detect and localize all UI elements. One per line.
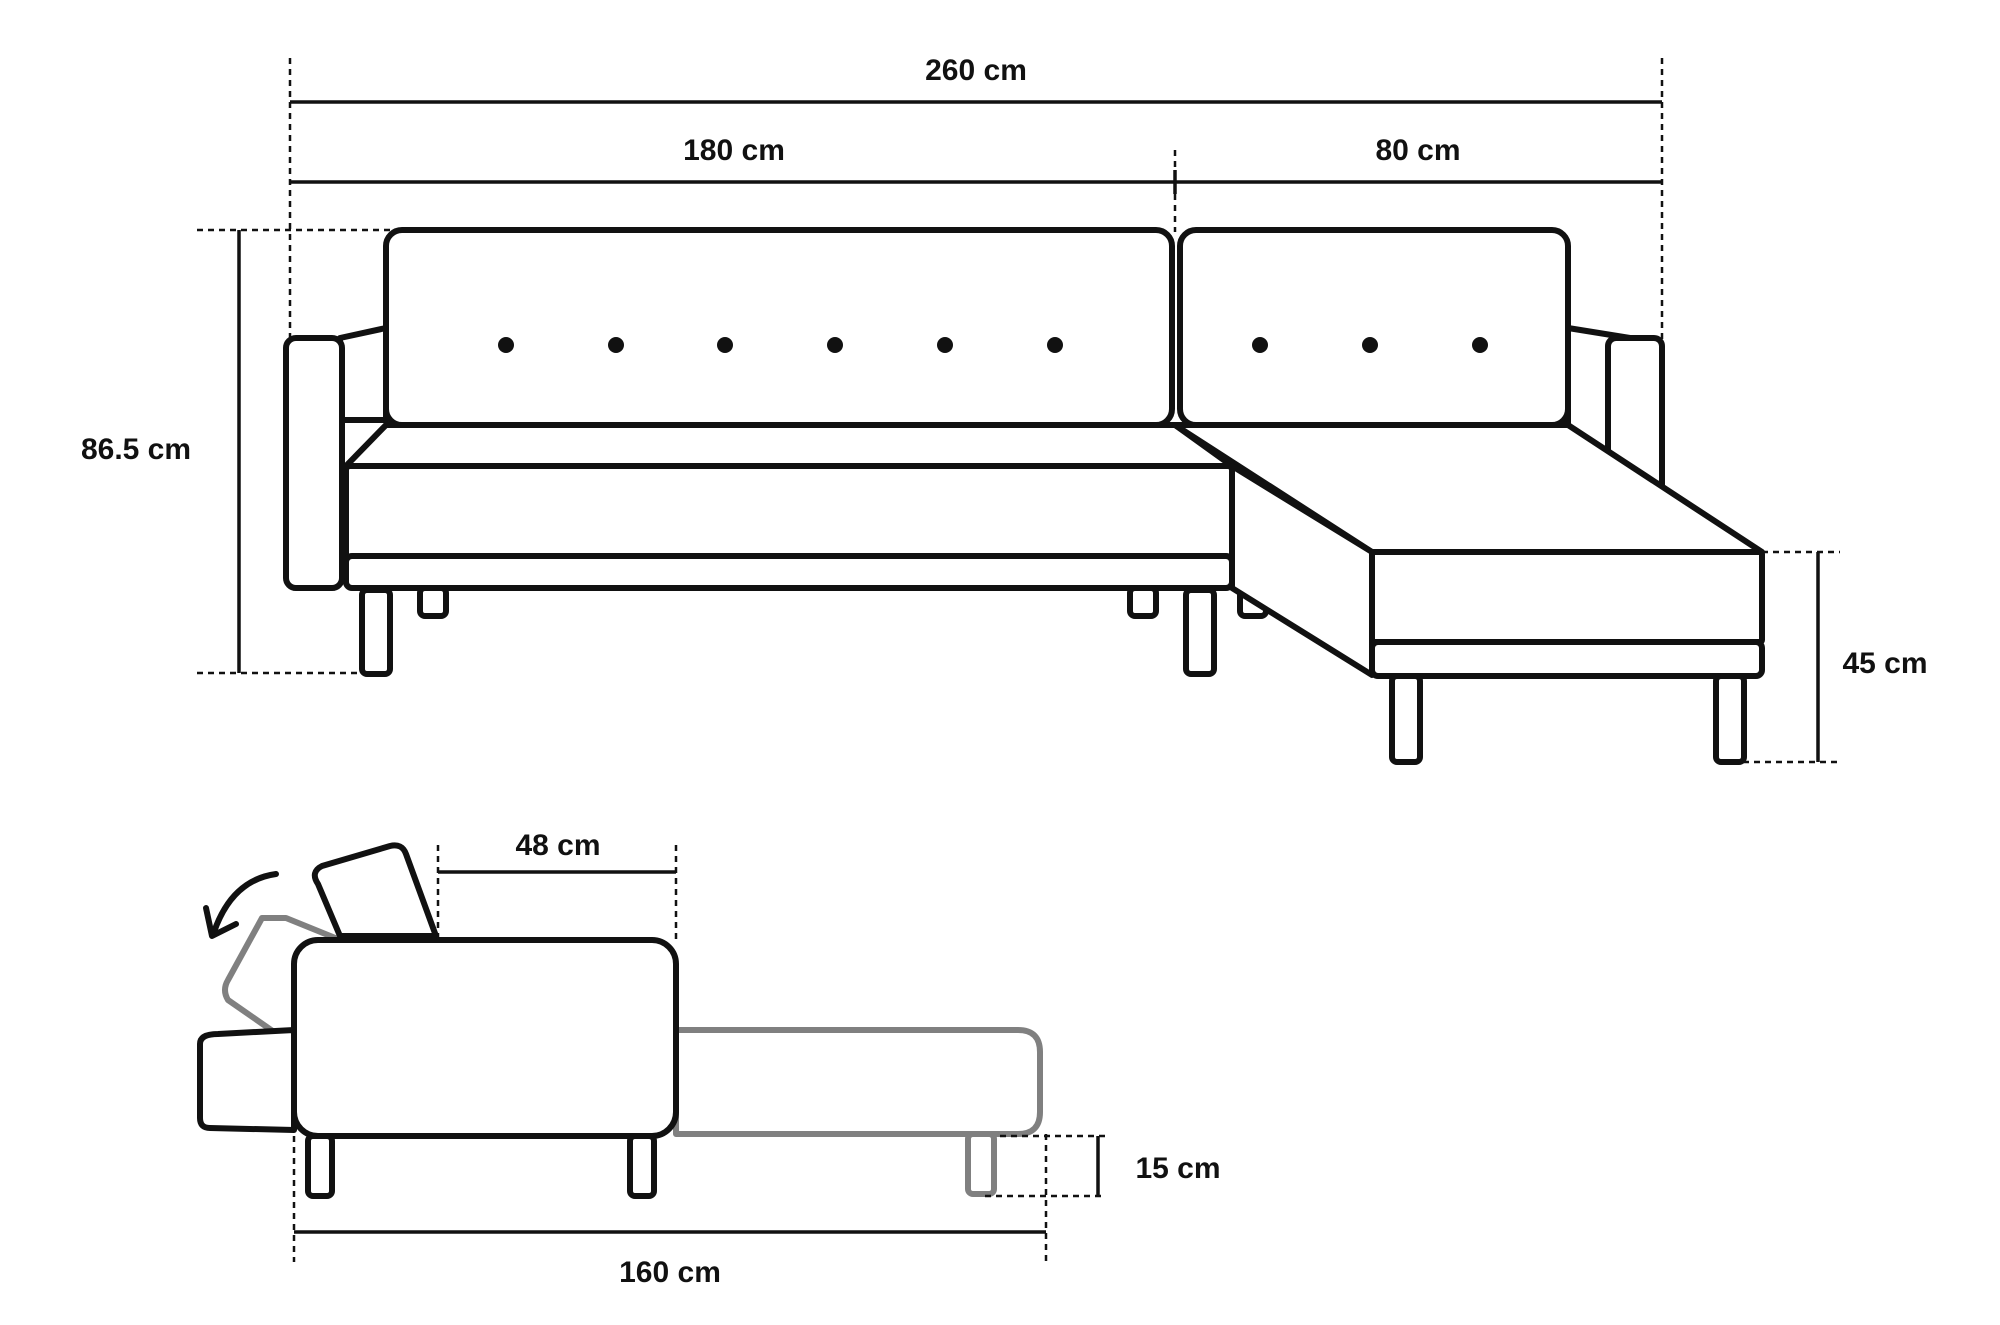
side-view: 48 cm 160 cm 15 cm	[197, 829, 1221, 1289]
rotation-arrowhead-icon	[203, 905, 239, 939]
tufting-button	[608, 337, 624, 353]
sofa-leg	[1127, 585, 1159, 619]
tufting-button	[1047, 337, 1063, 353]
left-armrest	[283, 335, 345, 591]
seat-cushion-front	[343, 463, 1235, 561]
sofa-base	[343, 553, 1235, 591]
side-leg	[627, 1133, 657, 1199]
seat-depth-dimension-lines	[436, 845, 678, 940]
rotation-arrow-icon	[211, 871, 279, 935]
sofa-width-label: 180 cm	[683, 134, 785, 167]
bed-length-label: 160 cm	[619, 1256, 721, 1289]
sofa-leg	[417, 585, 449, 619]
tufting-button	[1472, 337, 1488, 353]
height-dimension-lines	[197, 228, 400, 675]
chaise-leg	[1713, 673, 1747, 765]
total-width-label: 260 cm	[925, 54, 1027, 87]
main-sofa	[283, 227, 1665, 677]
bed-extension-leg-ghost	[965, 1131, 997, 1197]
chaise-width-label: 80 cm	[1375, 134, 1460, 167]
height-label: 86.5 cm	[81, 433, 191, 466]
bed-leg-height-label: 15 cm	[1135, 1152, 1220, 1185]
seat-depth-label: 48 cm	[515, 829, 600, 862]
seat-height-dimension-lines	[1732, 550, 1840, 764]
back-cushion-left	[383, 227, 1175, 428]
tufting-button	[498, 337, 514, 353]
bed-length-dimension-lines	[292, 1134, 1048, 1262]
back-cushion-right	[1177, 227, 1571, 428]
sofa-side-body	[291, 937, 679, 1139]
sofa-leg	[359, 587, 393, 677]
sofa-leg	[1183, 587, 1217, 677]
tufting-button	[827, 337, 843, 353]
width-dimension-lines	[288, 58, 1664, 340]
side-back-cushion	[197, 1027, 297, 1133]
bed-extension-ghost	[673, 1027, 1043, 1137]
chaise-front	[1369, 549, 1765, 645]
front-view: 260 cm 180 cm 80 cm 86.5 cm 45 cm	[81, 54, 1928, 765]
chaise-lounge	[1172, 422, 1765, 765]
backrest-upright	[311, 842, 439, 939]
bed-leg-height-dimension-lines	[985, 1134, 1105, 1198]
seat-height-label: 45 cm	[1842, 647, 1927, 680]
chaise-base	[1369, 639, 1765, 679]
tufting-button	[717, 337, 733, 353]
tufting-button	[1252, 337, 1268, 353]
tufting-button	[1362, 337, 1378, 353]
tufting-button	[937, 337, 953, 353]
side-leg	[305, 1133, 335, 1199]
chaise-leg	[1389, 673, 1423, 765]
seat-cushion-top	[343, 422, 1235, 469]
